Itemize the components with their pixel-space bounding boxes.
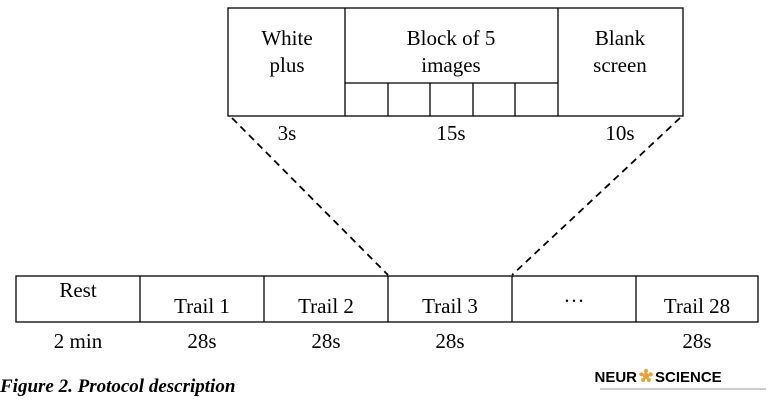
trail-3-duration: 28s — [435, 329, 464, 353]
trail-2-duration: 28s — [311, 329, 340, 353]
timeline: Rest Trail 1 Trail 2 Trail 3 … Trail 28 … — [15, 275, 759, 353]
figure-caption: Figure 2. Protocol description — [0, 376, 235, 397]
white-plus-label-2: plus — [269, 53, 304, 77]
neuroscience-logo: NEUR SCIENCE — [594, 369, 766, 390]
white-plus-label-1: White — [261, 26, 312, 50]
trail-28-duration: 28s — [682, 329, 711, 353]
trail-2-label: Trail 2 — [298, 294, 354, 318]
ellipsis-label: … — [564, 283, 585, 307]
timeline-frame — [15, 275, 759, 323]
logo-text-right: SCIENCE — [655, 369, 722, 386]
rest-duration: 2 min — [54, 329, 103, 353]
trail-1-duration: 28s — [187, 329, 216, 353]
blank-screen-label-1: Blank — [595, 26, 646, 50]
image-block-label-1: Block of 5 — [407, 26, 496, 50]
logo-mark-icon — [639, 369, 653, 382]
image-block-label-2: images — [421, 53, 480, 77]
trail-1-label: Trail 1 — [174, 294, 230, 318]
rest-label: Rest — [59, 278, 97, 302]
zoom-line-right — [511, 117, 681, 276]
logo-text-left: NEUR — [594, 369, 637, 386]
zoom-line-left — [231, 117, 389, 276]
trail-28-label: Trail 28 — [664, 294, 730, 318]
detail-block-frame — [227, 7, 684, 117]
detail-block: White plus Block of 5 images Blank scree… — [227, 7, 684, 145]
trail-3-label: Trail 3 — [422, 294, 478, 318]
white-plus-duration: 3s — [278, 121, 297, 145]
image-block-duration: 15s — [436, 121, 465, 145]
blank-screen-label-2: screen — [593, 53, 647, 77]
blank-screen-duration: 10s — [605, 121, 634, 145]
